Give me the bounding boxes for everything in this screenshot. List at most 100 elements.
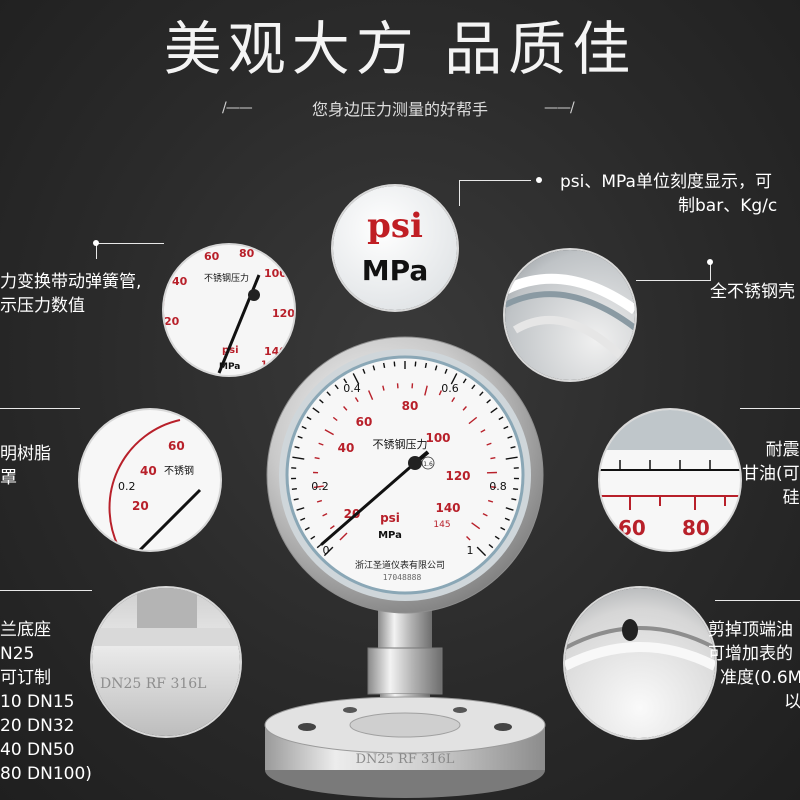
psi-tick <box>490 456 496 460</box>
mpa-tick <box>343 378 348 384</box>
mpa-tick <box>510 445 516 449</box>
psi-tick <box>480 429 486 433</box>
mpa-tick <box>301 425 307 430</box>
psi-tick <box>368 390 374 400</box>
gauge-needle <box>320 461 417 546</box>
mpa-tick <box>500 526 506 531</box>
mpa-tick <box>319 399 324 404</box>
svg-text:120: 120 <box>272 307 294 320</box>
mpa-tick <box>382 362 386 369</box>
mpa-tick <box>326 391 331 397</box>
psi-tick <box>318 442 324 446</box>
accuracy-class: 1.6 <box>423 461 433 468</box>
mpa-tick <box>424 362 428 369</box>
connector-dot <box>707 259 713 265</box>
svg-text:40: 40 <box>140 464 157 478</box>
psi-tick <box>316 499 323 503</box>
svg-text:100: 100 <box>264 267 287 280</box>
zoom-unit-psi: psi <box>367 206 423 246</box>
mpa-tick <box>434 365 438 371</box>
mpa-tick <box>316 543 322 549</box>
feature-line: 力变换带动弹簧管, <box>0 272 142 292</box>
flange-marking: DN25 RF 316L <box>356 752 455 767</box>
psi-tick <box>314 456 320 460</box>
mpa-tick <box>291 487 297 490</box>
main-pressure-gauge: DN25 RF 316L 0.2 0.4 0.6 0.8 1 0 20 40 6… <box>264 336 546 798</box>
subtitle-deco-left: /—— <box>222 100 253 116</box>
dial-label: 不锈钢压力 <box>373 438 428 451</box>
psi-tick <box>382 385 385 391</box>
zoom-flange-marking: DN25 RF 316L <box>100 676 206 692</box>
feature-line: 10 DN15 <box>0 692 75 712</box>
connector-line <box>459 180 460 206</box>
mpa-tick <box>296 507 305 511</box>
feature-line: 20 DN32 <box>0 716 75 736</box>
psi-tick <box>462 406 467 411</box>
cap-nipple <box>622 619 638 641</box>
psi-tick <box>313 485 324 489</box>
feature-line: 罩 <box>0 468 17 488</box>
connector-line <box>710 262 711 281</box>
psi-tick <box>486 442 492 446</box>
feature-line: 准度(0.6M <box>720 668 800 688</box>
mpa-tick <box>511 498 517 501</box>
feature-line: 明树脂 <box>0 444 51 464</box>
mpa-tick <box>323 546 334 557</box>
feature-units-text: psi、MPa单位刻度显示，可 制bar、Kg/c <box>560 170 777 218</box>
subtitle-deco-right: ——/ <box>544 100 575 116</box>
zoom-circle-cap <box>565 588 715 738</box>
mpa-tick <box>488 543 494 549</box>
connector-line <box>96 243 97 259</box>
feature-window-text: 明树脂 罩 <box>0 442 51 490</box>
needle-hub <box>408 456 422 470</box>
psi-tick-label: 60 <box>356 415 373 429</box>
psi-tick-label: 20 <box>344 507 361 521</box>
mpa-tick <box>300 517 306 521</box>
mpa-tick <box>513 487 519 490</box>
feature-line: 全不锈钢壳 <box>710 282 795 302</box>
mpa-tick <box>304 526 310 531</box>
feature-line: 兰底座 <box>0 620 51 640</box>
zoom-unit-mpa: MPa <box>361 254 429 287</box>
feature-spring-text: 力变换带动弹簧管, 示压力数值 <box>0 270 141 318</box>
mpa-tick <box>471 384 476 390</box>
mpa-tick <box>505 507 514 511</box>
svg-text:psi: psi <box>222 345 239 356</box>
psi-tick-label: 40 <box>338 441 355 455</box>
mpa-tick <box>507 435 513 439</box>
psi-tick <box>343 406 348 411</box>
svg-text:0.2: 0.2 <box>118 480 136 493</box>
connector-line <box>740 408 800 409</box>
mpa-tick-label: 0.4 <box>343 382 361 395</box>
connector-dot <box>536 177 542 183</box>
psi-tick <box>322 513 328 517</box>
psi-tick <box>354 397 359 403</box>
psi-tick <box>468 416 478 425</box>
svg-text:不锈钢: 不锈钢 <box>164 464 194 477</box>
feature-line: 示压力数值 <box>0 296 85 316</box>
connector-line <box>636 280 711 281</box>
psi-tick-label: 100 <box>425 431 450 445</box>
psi-tick <box>339 532 348 541</box>
psi-tick-label: 140 <box>435 501 460 515</box>
mpa-tick <box>297 435 303 439</box>
mpa-tick-label: 0.8 <box>489 480 507 493</box>
mpa-tick-label: 0 <box>323 544 330 557</box>
mpa-tick <box>362 368 366 374</box>
psi-tick <box>491 486 497 489</box>
unit-psi: psi <box>380 511 400 525</box>
feature-case-text: 全不锈钢壳 <box>710 280 795 304</box>
mpa-tick <box>293 498 299 501</box>
mpa-tick <box>312 407 320 414</box>
zoom-circle-scale: 60 80 <box>600 410 740 550</box>
mpa-tick <box>462 378 467 384</box>
mpa-tick <box>294 445 300 449</box>
feature-line: 可订制 <box>0 668 51 688</box>
mpa-tick <box>476 546 487 557</box>
connector-line <box>0 408 80 409</box>
zoom-circle-steel-case <box>505 250 635 380</box>
mpa-tick <box>352 373 360 385</box>
feature-line: 耐震 <box>765 440 800 460</box>
mpa-tick <box>334 384 339 390</box>
